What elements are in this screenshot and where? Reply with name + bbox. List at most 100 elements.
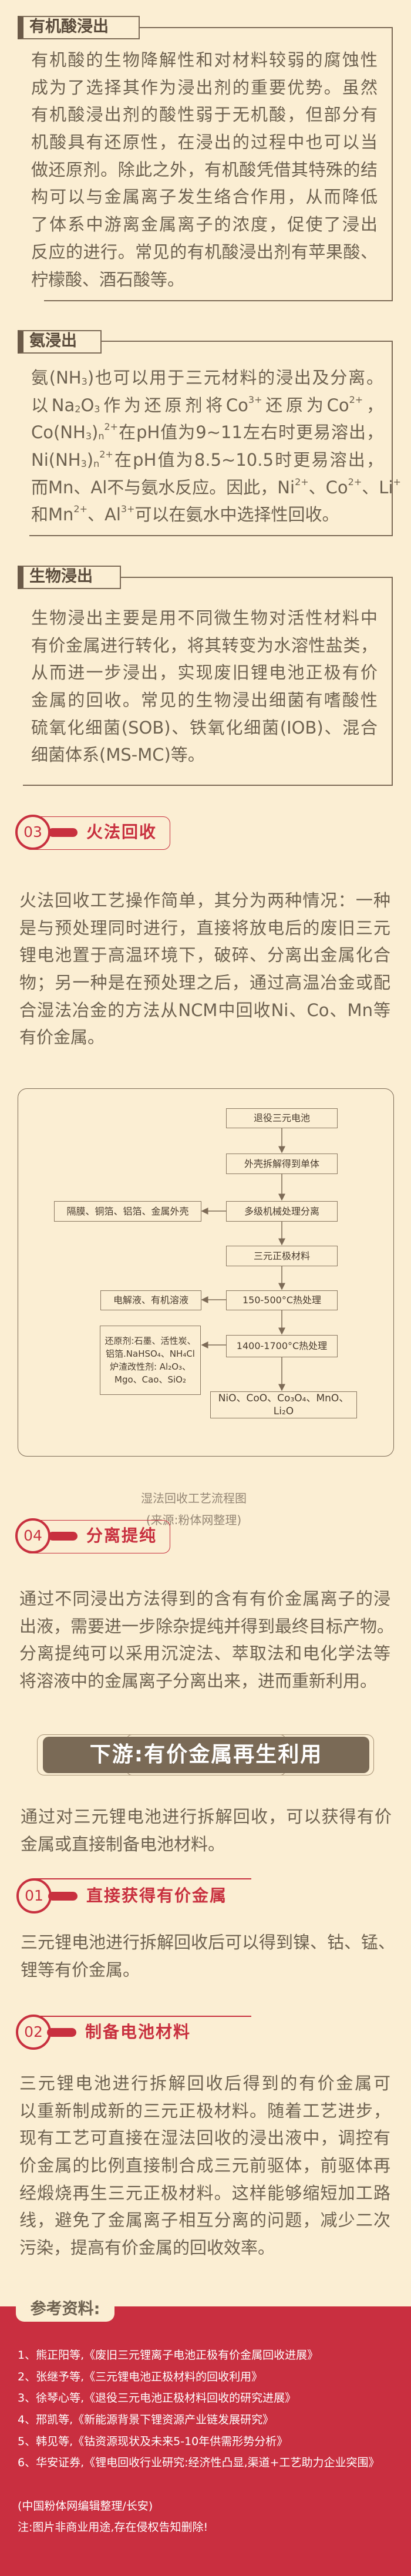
reference-item: 4、邢凯等,《新能源背景下锂资源产业链发展研究》	[18, 2413, 274, 2426]
paragraph-line: 线，避免了金属离子相互分离的问题，减少二次	[19, 2210, 390, 2231]
paragraph-line: 而Mn、Al不与氨水反应。因此，Ni2+、Co2+、Li+	[31, 476, 401, 497]
paragraph-line: 有价金属。	[19, 1027, 105, 1048]
paragraph-line: 从而进一步浸出，实现废旧锂电池正极有价	[31, 663, 378, 683]
section-title-direct-metals: 直接获得有价金属	[86, 1886, 228, 1905]
paragraph-line: 物；另一种是在预处理之后，通过高温冶金或配	[19, 973, 390, 993]
section-title-battery-materials: 制备电池材料	[85, 2022, 191, 2042]
flow-step-disassembly: 外壳拆解得到单体	[226, 1154, 338, 1174]
superscript: 2+	[349, 394, 363, 405]
frame-right	[392, 577, 393, 785]
section-title-ammonia: 氨浸出	[18, 330, 102, 354]
section-number-badge: 02	[16, 2015, 51, 2050]
paragraph-line: 以重新制成新的三元正极材料。随着工艺进步，	[19, 2100, 390, 2121]
downstream-banner: 下游:有价金属再生利用	[43, 1737, 369, 1773]
paragraph-line: 合湿法冶金的方法从NCM中回收Ni、Co、Mn等	[19, 1000, 390, 1020]
superscript: +	[393, 476, 401, 487]
flowchart-caption: 湿法回收工艺流程图	[141, 1491, 247, 1505]
superscript: 2+	[73, 503, 87, 515]
paragraph-line: 柠檬酸、酒石酸等。	[31, 269, 185, 290]
subscript: n	[93, 458, 100, 470]
flow-step-heat-treatment-low: 150-500°C热处理	[226, 1290, 338, 1310]
paragraph-line: 有价金属进行转化，将其转变为水溶性盐类，	[31, 635, 378, 655]
references-panel	[0, 2306, 411, 2576]
reference-item: 2、张继予等,《三元锂电池正极材料的回收利用》	[18, 2370, 263, 2383]
section-title-organic-acid: 有机酸浸出	[18, 16, 140, 39]
subscript: 3	[81, 376, 87, 387]
flowchart-arrows	[201, 1128, 285, 1391]
paragraph-line: 锂电池置于高温环境下，破碎、分离出金属化合	[19, 945, 390, 966]
pyro-paragraph: 火法回收工艺操作简单，其分为两种情况：一种是与预处理同时进行，直接将放电后的废旧…	[19, 887, 390, 1051]
paragraph-line: 出液，需要进一步除杂提纯并得到最终目标产物。	[19, 1616, 395, 1636]
reference-item: 5、韩见等,《钴资源现状及未来5-10年供需形势分析》	[18, 2435, 288, 2448]
paragraph-line: 硫氧化细菌(SOB)、铁氧化细菌(IOB)、混合	[31, 717, 378, 738]
flow-step-mechanical-separation: 多级机械处理分离	[226, 1201, 338, 1222]
section-pill-decoration	[48, 1892, 78, 1901]
paragraph-line: 通过不同浸出方法得到的含有有价金属离子的浸	[19, 1589, 390, 1609]
paragraph-line: 价金属的比例直接制合成三元前驱体，前驱体再	[19, 2155, 390, 2176]
flow-side-separator-foils: 隔膜、铜箔、铝箔、金属外壳	[54, 1201, 201, 1222]
paragraph-line: 污染，提高有价金属的回收效率。	[19, 2238, 275, 2258]
paragraph-line: 锂等有价金属。	[21, 1959, 140, 1980]
paragraph-line: 现有工艺可直接在湿法回收的浸出液中，调控有	[19, 2128, 390, 2148]
editor-credit: (中国粉体网编辑整理/长安)	[18, 2500, 153, 2513]
frame-top	[102, 341, 392, 342]
paragraph-line: 成为了选择其作为浸出剂的重要优势。虽然	[31, 77, 378, 97]
paragraph-line: 三元锂电池进行拆解回收后得到的有价金属可	[19, 2073, 390, 2093]
frame-right	[392, 341, 393, 536]
references-title: 参考资料:	[16, 2293, 114, 2322]
paragraph-line: 通过对三元锂电池进行拆解回收，可以获得有价	[21, 1807, 392, 1827]
flow-side-electrolyte: 电解液、有机溶液	[100, 1290, 201, 1310]
section-pill-decoration	[48, 828, 78, 837]
section-title-bio: 生物浸出	[18, 566, 121, 589]
reductant-line: 炉渣改性剂: Al₂O₃、	[109, 1361, 191, 1372]
section-number-badge: 04	[15, 1518, 50, 1553]
frame-right	[392, 27, 393, 301]
paragraph-line: 了体系中游离金属离子的浓度，促使了浸出	[31, 214, 378, 235]
superscript: 2+	[295, 476, 309, 487]
section-pill-decoration	[48, 1532, 78, 1541]
superscript: 2+	[99, 449, 113, 460]
paragraph-line: 细菌体系(MS-MC)等。	[31, 745, 205, 765]
paragraph-line: Co(NH3)n2+在pH值为9~11左右时更易溶出，	[31, 421, 383, 443]
subscript: 3	[80, 458, 87, 470]
paragraph-line: 三元锂电池进行拆解回收后可以得到镍、钴、锰、	[21, 1932, 396, 1952]
superscript: 2+	[104, 421, 119, 433]
subscript: n	[98, 431, 105, 442]
section-title-pyro: 火法回收	[86, 822, 157, 842]
paragraph-line: 有机酸浸出剂的酸性弱于无机酸，但部分有	[31, 105, 378, 125]
paragraph-line: 是与预处理同时进行，直接将放电后的废旧三元	[19, 917, 390, 938]
subscript: 3	[85, 431, 92, 442]
copyright-note: 注:图片非商业用途,存在侵权告知删除!	[18, 2521, 208, 2534]
paragraph-line: 有机酸的生物降解性和对材料较弱的腐蚀性	[31, 50, 378, 70]
flowchart-frame	[18, 1088, 394, 1457]
paragraph-line: 将溶液中的金属离子分离出来，进而重新利用。	[19, 1671, 378, 1691]
separation-paragraph: 通过不同浸出方法得到的含有有价金属离子的浸出液，需要进一步除杂提纯并得到最终目标…	[19, 1585, 395, 1695]
flow-step-heat-treatment-high: 1400-1700°C热处理	[226, 1335, 338, 1357]
ammonia-paragraph: 氨(NH3)也可以用于三元材料的浸出及分离。以Na2O3作为还原剂将Co3+还原…	[31, 364, 401, 529]
reductant-line: 还原剂:石墨、活性炭、	[105, 1336, 196, 1346]
paragraph-line: 金属或直接制备电池材料。	[21, 1834, 225, 1854]
section-rule	[34, 2016, 251, 2017]
downstream-intro: 通过对三元锂电池进行拆解回收，可以获得有价金属或直接制备电池材料。	[21, 1803, 392, 1858]
paragraph-line: 机酸具有还原性，在浸出的过程中也可以当	[31, 132, 378, 153]
frame-bottom	[23, 785, 393, 786]
reference-item: 1、熊正阳等,《废旧三元锂离子电池正极有价金属回收进展》	[18, 2349, 319, 2362]
paragraph-line: Ni(NH3)n2+在pH值为8.5~10.5时更易溶出，	[31, 449, 383, 470]
section-rule	[34, 1878, 251, 1879]
section-pill-decoration	[47, 2028, 76, 2037]
paragraph-line: 做还原剂。除此之外，有机酸凭借其特殊的结	[31, 159, 378, 180]
flow-step-oxide-products: NiO、CoO、Co₃O₄、MnO、Li₂O	[210, 1391, 357, 1418]
paragraph-line: 分离提纯可以采用沉淀法、萃取法和电化学法等	[19, 1643, 390, 1664]
frame-top	[121, 577, 392, 578]
reductant-line: 铝箔.NaHSO₄、NH₄Cl	[106, 1348, 195, 1359]
paragraph-line: 经煅烧再生三元正极材料。这样能够缩短加工路	[19, 2182, 390, 2203]
flow-step-retired-battery: 退役三元电池	[226, 1108, 338, 1128]
paragraph-line: 氨(NH3)也可以用于三元材料的浸出及分离。	[31, 368, 383, 388]
reference-item: 6、华安证券,《锂电回收行业研究:经济性凸显,渠道+工艺助力企业突围》	[18, 2456, 380, 2469]
reductant-line: Mgo、Cao、SiO₂	[114, 1374, 186, 1385]
frame-bottom	[44, 300, 393, 301]
superscript: 3+	[120, 503, 135, 515]
paragraph-line: 金属的回收。常见的生物浸出细菌有嗜酸性	[31, 690, 378, 711]
organic-acid-paragraph: 有机酸的生物降解性和对材料较弱的腐蚀性成为了选择其作为浸出剂的重要优势。虽然有机…	[31, 46, 378, 293]
flow-side-reductants: 还原剂:石墨、活性炭、 铝箔.NaHSO₄、NH₄Cl 炉渣改性剂: Al₂O₃…	[100, 1326, 201, 1395]
